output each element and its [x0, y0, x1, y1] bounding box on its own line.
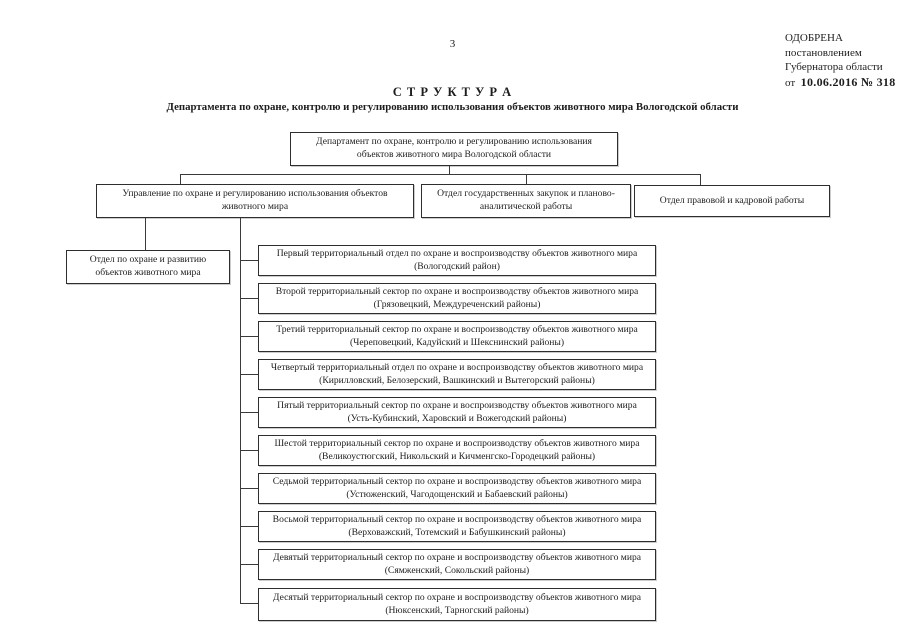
approval-date-value: 10.06.2016 № 318 [800, 74, 896, 89]
orgchart-protection-dept-box: Отдел по охране и развитию объектов живо… [66, 250, 230, 284]
orgchart-territorial-box-3: Третий территориальный сектор по охране … [258, 321, 656, 352]
document-subtitle: Департамента по охране, контролю и регул… [166, 101, 739, 113]
approval-date-line: от 10.06.2016 № 318 [785, 75, 896, 91]
connector-line [240, 488, 258, 489]
connector-line [240, 450, 258, 451]
connector-line [526, 174, 527, 184]
orgchart-territorial-box-6: Шестой территориальный сектор по охране … [258, 435, 656, 466]
approval-line-2: постановлением [785, 46, 862, 59]
page-number: 3 [449, 38, 456, 50]
connector-line [240, 564, 258, 565]
orgchart-territorial-box-7: Седьмой территориальный сектор по охране… [258, 473, 656, 504]
orgchart-territorial-box-4: Четвертый территориальный отдел по охран… [258, 359, 656, 390]
connector-line [180, 174, 181, 184]
orgchart-territorial-box-5: Пятый территориальный сектор по охране и… [258, 397, 656, 428]
connector-line [240, 412, 258, 413]
connector-line [240, 374, 258, 375]
connector-line [700, 174, 701, 185]
connector-line [240, 260, 258, 261]
connector-line [449, 166, 450, 174]
approval-stamp-block: ОДОБРЕНА постановлением Губернатора обла… [785, 31, 896, 90]
connector-line [240, 218, 241, 604]
approval-line-3: Губернатора области [785, 61, 883, 74]
orgchart-division-box: Управление по охране и регулированию исп… [96, 184, 414, 218]
orgchart-legal-box: Отдел правовой и кадровой работы [634, 185, 830, 217]
approval-line-1: ОДОБРЕНА [785, 32, 843, 44]
orgchart-territorial-box-10: Десятый территориальный сектор по охране… [258, 588, 656, 621]
orgchart-procurement-box: Отдел государственных закупок и планово-… [421, 184, 631, 218]
connector-line [240, 298, 258, 299]
orgchart-territorial-box-8: Восьмой территориальный сектор по охране… [258, 511, 656, 542]
orgchart-territorial-box-2: Второй территориальный сектор по охране … [258, 283, 656, 314]
connector-line [240, 336, 258, 337]
connector-line [145, 218, 146, 250]
document-title: С Т Р У К Т У Р А [392, 85, 513, 99]
connector-line [240, 603, 258, 604]
connector-line [240, 526, 258, 527]
connector-line [180, 174, 701, 175]
orgchart-territorial-box-9: Девятый территориальный сектор по охране… [258, 549, 656, 580]
orgchart-root-box: Департамент по охране, контролю и регули… [290, 132, 618, 166]
orgchart-territorial-box-1: Первый территориальный отдел по охране и… [258, 245, 656, 276]
approval-from-label: от [785, 76, 796, 89]
